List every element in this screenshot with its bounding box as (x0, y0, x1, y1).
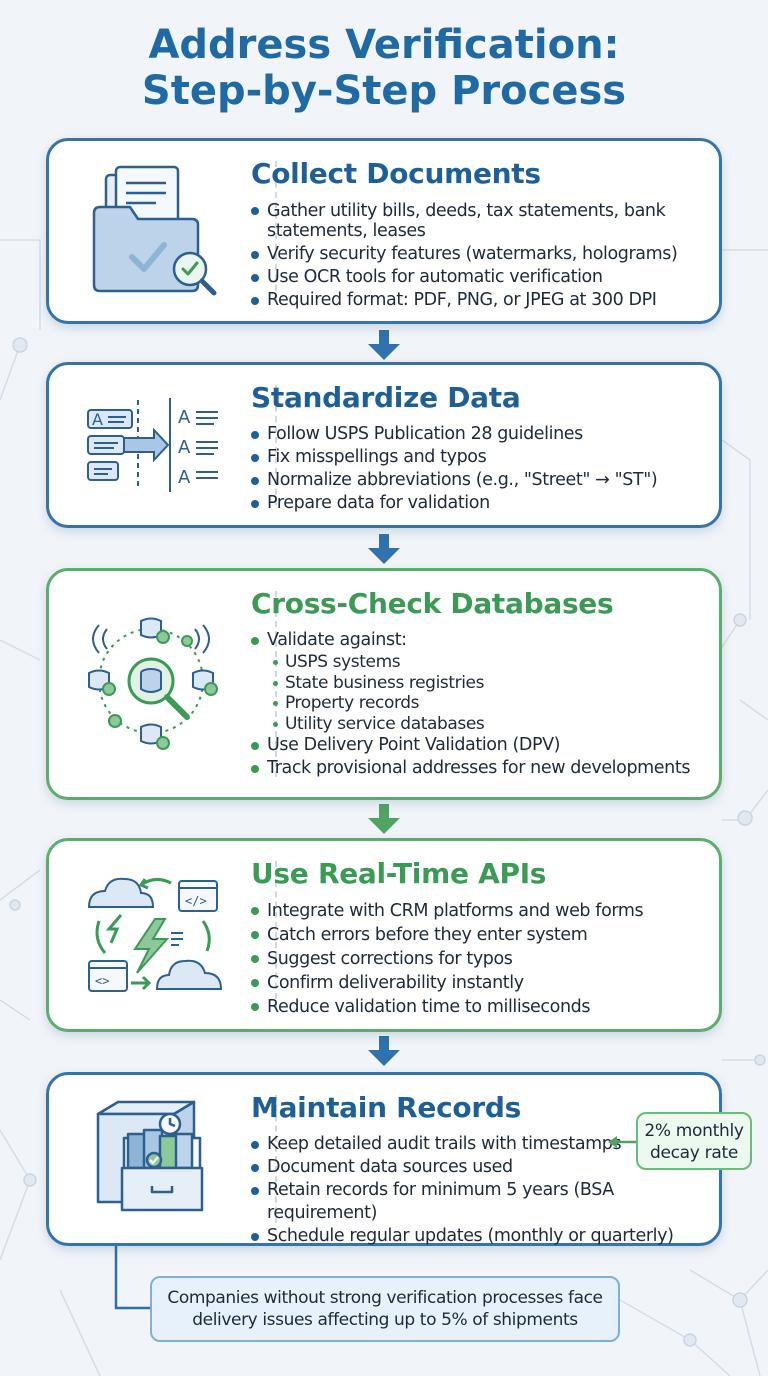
list-item: Keep detailed audit trails with timestam… (249, 1133, 719, 1156)
step-bullet-list: Keep detailed audit trails with timestam… (249, 1133, 719, 1248)
footer-connector (114, 1246, 154, 1310)
list-item: Required format: PDF, PNG, or JPEG at 30… (249, 289, 719, 312)
list-item: Prepare data for validation (249, 492, 719, 515)
footer-note: Companies without strong verification pr… (150, 1276, 620, 1342)
svg-text:<>: <> (95, 974, 109, 988)
svg-text:A: A (92, 410, 103, 429)
callout-arrow-icon (608, 1136, 638, 1148)
list-item: Integrate with CRM platforms and web for… (249, 899, 719, 923)
list-item: Use Delivery Point Validation (DPV) (249, 734, 719, 757)
list-item: Validate against: (249, 629, 719, 652)
step-title: Maintain Records (251, 1091, 521, 1124)
list-item: Suggest corrections for typos (249, 947, 719, 971)
filing-cabinet-icon (69, 1095, 239, 1223)
svg-text:</>: </> (185, 894, 207, 908)
page-title: Address Verification: Step-by-Step Proce… (0, 22, 768, 114)
list-item: Use OCR tools for automatic verification (249, 266, 719, 289)
card-divider (275, 1095, 277, 1223)
step-title: Collect Documents (251, 157, 541, 190)
flow-arrow-icon (368, 330, 400, 360)
list-subitem: Property records (249, 693, 719, 714)
list-item: Fix misspellings and typos (249, 446, 719, 469)
card-divider (275, 161, 277, 301)
footer-line-2: delivery issues affecting up to 5% of sh… (192, 1310, 578, 1330)
svg-text:A: A (178, 467, 191, 488)
step-card-maintain-records: Maintain Records Keep detailed audit tra… (46, 1072, 722, 1246)
folder-documents-magnifier-icon (69, 161, 239, 301)
step-bullet-list: Validate against: USPS systems State bus… (249, 629, 719, 780)
step-bullet-list: Follow USPS Publication 28 guidelines Fi… (249, 423, 719, 515)
card-divider (275, 861, 277, 1009)
list-subitem: USPS systems (249, 652, 719, 673)
title-line-2: Step-by-Step Process (141, 68, 627, 114)
callout-line-1: 2% monthly (644, 1121, 744, 1141)
svg-text:A: A (178, 407, 191, 428)
footer-line-1: Companies without strong verification pr… (167, 1288, 603, 1308)
step-card-use-real-time-apis: </> <> Use Real-Time APIs Integrate with… (46, 838, 722, 1032)
step-card-collect-documents: Collect Documents Gather utility bills, … (46, 138, 722, 324)
list-item: Verify security features (watermarks, ho… (249, 243, 719, 266)
list-item: Follow USPS Publication 28 guidelines (249, 423, 719, 446)
step-bullet-list: Gather utility bills, deeds, tax stateme… (249, 199, 719, 312)
list-item: Document data sources used (249, 1156, 719, 1179)
flow-arrow-icon (368, 534, 400, 564)
list-subitem: State business registries (249, 673, 719, 694)
step-card-standardize-data: A A A A Standardize Data Follow USPS Pub… (46, 362, 722, 528)
card-divider (275, 385, 277, 505)
svg-text:A: A (178, 437, 191, 458)
callout-line-2: decay rate (649, 1143, 738, 1163)
text-standardize-arrow-icon: A A A A (69, 385, 239, 505)
list-item: Normalize abbreviations (e.g., "Street" … (249, 469, 719, 492)
list-item: Gather utility bills, deeds, tax stateme… (249, 199, 719, 243)
decay-rate-callout: 2% monthly decay rate (636, 1112, 752, 1170)
flow-arrow-icon (368, 804, 400, 834)
list-item: Reduce validation time to milliseconds (249, 995, 719, 1019)
step-title: Use Real-Time APIs (251, 857, 547, 890)
step-title: Standardize Data (251, 381, 521, 414)
list-item: Schedule regular updates (monthly or qua… (249, 1225, 719, 1248)
database-network-magnifier-icon (69, 591, 239, 777)
list-item: Catch errors before they enter system (249, 923, 719, 947)
flow-arrow-icon (368, 1036, 400, 1066)
step-card-cross-check-databases: Cross-Check Databases Validate against: … (46, 568, 722, 800)
cloud-api-lightning-icon: </> <> (69, 861, 239, 1009)
step-title: Cross-Check Databases (251, 587, 614, 620)
title-line-1: Address Verification: (148, 22, 620, 68)
list-item: Retain records for minimum 5 years (BSA … (249, 1179, 719, 1225)
list-item: Confirm deliverability instantly (249, 971, 719, 995)
list-subitem: Utility service databases (249, 714, 719, 735)
step-bullet-list: Integrate with CRM platforms and web for… (249, 899, 719, 1019)
list-item: Track provisional addresses for new deve… (249, 757, 719, 780)
